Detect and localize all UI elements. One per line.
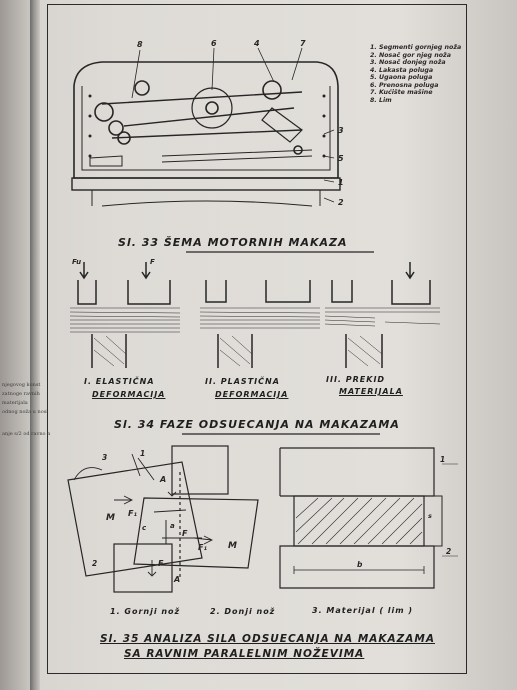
phase-3-label: III. PREKID (326, 375, 386, 384)
phase-2-label: II. PLASTIČNA (205, 377, 280, 386)
fig33-caption-underline (186, 251, 374, 253)
fig34-caption: Sl. 34 FAZE ODSUECANJA NA MAKAZAMA (114, 418, 400, 431)
fig34-caption-underline (182, 433, 380, 435)
fig35-caption-line1: Sl. 35 ANALIZA SILA ODSUECANJA NA MAKAZA… (100, 633, 435, 645)
shearing-phases-drawing: Fu F (70, 258, 441, 368)
left-page-fragment: odnog noža u nosi (2, 409, 48, 415)
fig33-legend: 1. Segmenti gornjeg noža 2. Nosač gor nj… (370, 44, 462, 104)
motor-shears-schematic: 8 6 4 7 3 5 1 2 (71, 39, 344, 207)
fig33-caption: Sl. 33 ŠEMA MOTORNIH MAKAZA (118, 236, 348, 249)
figure-frame (47, 4, 467, 674)
left-page-fragment: njegovog konst (2, 382, 41, 388)
moment-right: M (228, 541, 237, 551)
dim-b: b (357, 560, 363, 569)
force-analysis-drawing: 3 1 A M F₁ a c F F₁ M F A 2 s b 1 2 (67, 445, 458, 593)
phase-3-label-2: MATERIJALA (339, 387, 403, 396)
part-3-callout: 3 (102, 453, 107, 462)
legend-item: 3. Nosač donjeg noža (370, 59, 446, 66)
point-a-lower: A (173, 575, 180, 584)
legend-item: 6. Prenosna poluga (370, 81, 439, 89)
dim-a: a (170, 522, 175, 530)
force-f1-left: F₁ (128, 509, 137, 518)
force-f1-right: F₁ (198, 543, 207, 552)
book-gutter (30, 0, 40, 690)
part-1-right-callout: 1 (440, 455, 445, 464)
part-2-right-callout: 2 (446, 547, 451, 556)
fig35-legend-2: 2. Donji nož (210, 607, 276, 616)
fig35-legend-3: 3. Materijal ( lim ) (312, 606, 414, 615)
callout-1: 1 (338, 178, 344, 187)
legend-item: 4. Lakasta poluga (370, 66, 434, 74)
callout-2: 2 (338, 198, 344, 207)
callout-7: 7 (300, 39, 306, 48)
left-page-fragment: materijala (2, 400, 28, 406)
dim-s: s (428, 512, 432, 520)
left-page-fragment: zatnoge ravnih (2, 391, 40, 397)
dim-c: c (142, 524, 147, 532)
left-page-fragment: anje s/2 od ravno n (2, 431, 51, 437)
legend-item: 7. Kućište mašine (370, 89, 433, 96)
force-f-upper: F (182, 529, 188, 538)
legend-item: 2. Nosač gor njeg noža (370, 51, 451, 59)
phase-1-label-2: DEFORMACIJA (92, 390, 166, 399)
point-a-upper: A (159, 475, 166, 484)
callout-5: 5 (338, 154, 344, 163)
part-2-callout: 2 (92, 559, 97, 568)
legend-item: 5. Ugaona poluga (370, 74, 433, 81)
callout-4: 4 (253, 39, 260, 48)
fig35-legend-1: 1. Gornji nož (110, 607, 181, 616)
phase-1-label: I. ELASTIČNA (84, 377, 155, 386)
phase-2-label-2: DEFORMACIJA (215, 390, 289, 399)
force-label-f: F (150, 258, 155, 266)
force-f-lower: F (158, 559, 164, 568)
legend-item: 8. Lim (370, 96, 392, 104)
legend-item: 1. Segmenti gornjeg noža (370, 44, 462, 51)
moment-left: M (106, 513, 115, 523)
part-1-callout: 1 (140, 449, 145, 458)
callout-3: 3 (338, 126, 344, 135)
force-label-fu: Fu (72, 258, 81, 266)
fig35-caption-line2: SA RAVNIM PARALELNIM NOŽEVIMA (124, 648, 365, 660)
callout-6: 6 (211, 39, 217, 48)
callout-8: 8 (137, 40, 143, 49)
